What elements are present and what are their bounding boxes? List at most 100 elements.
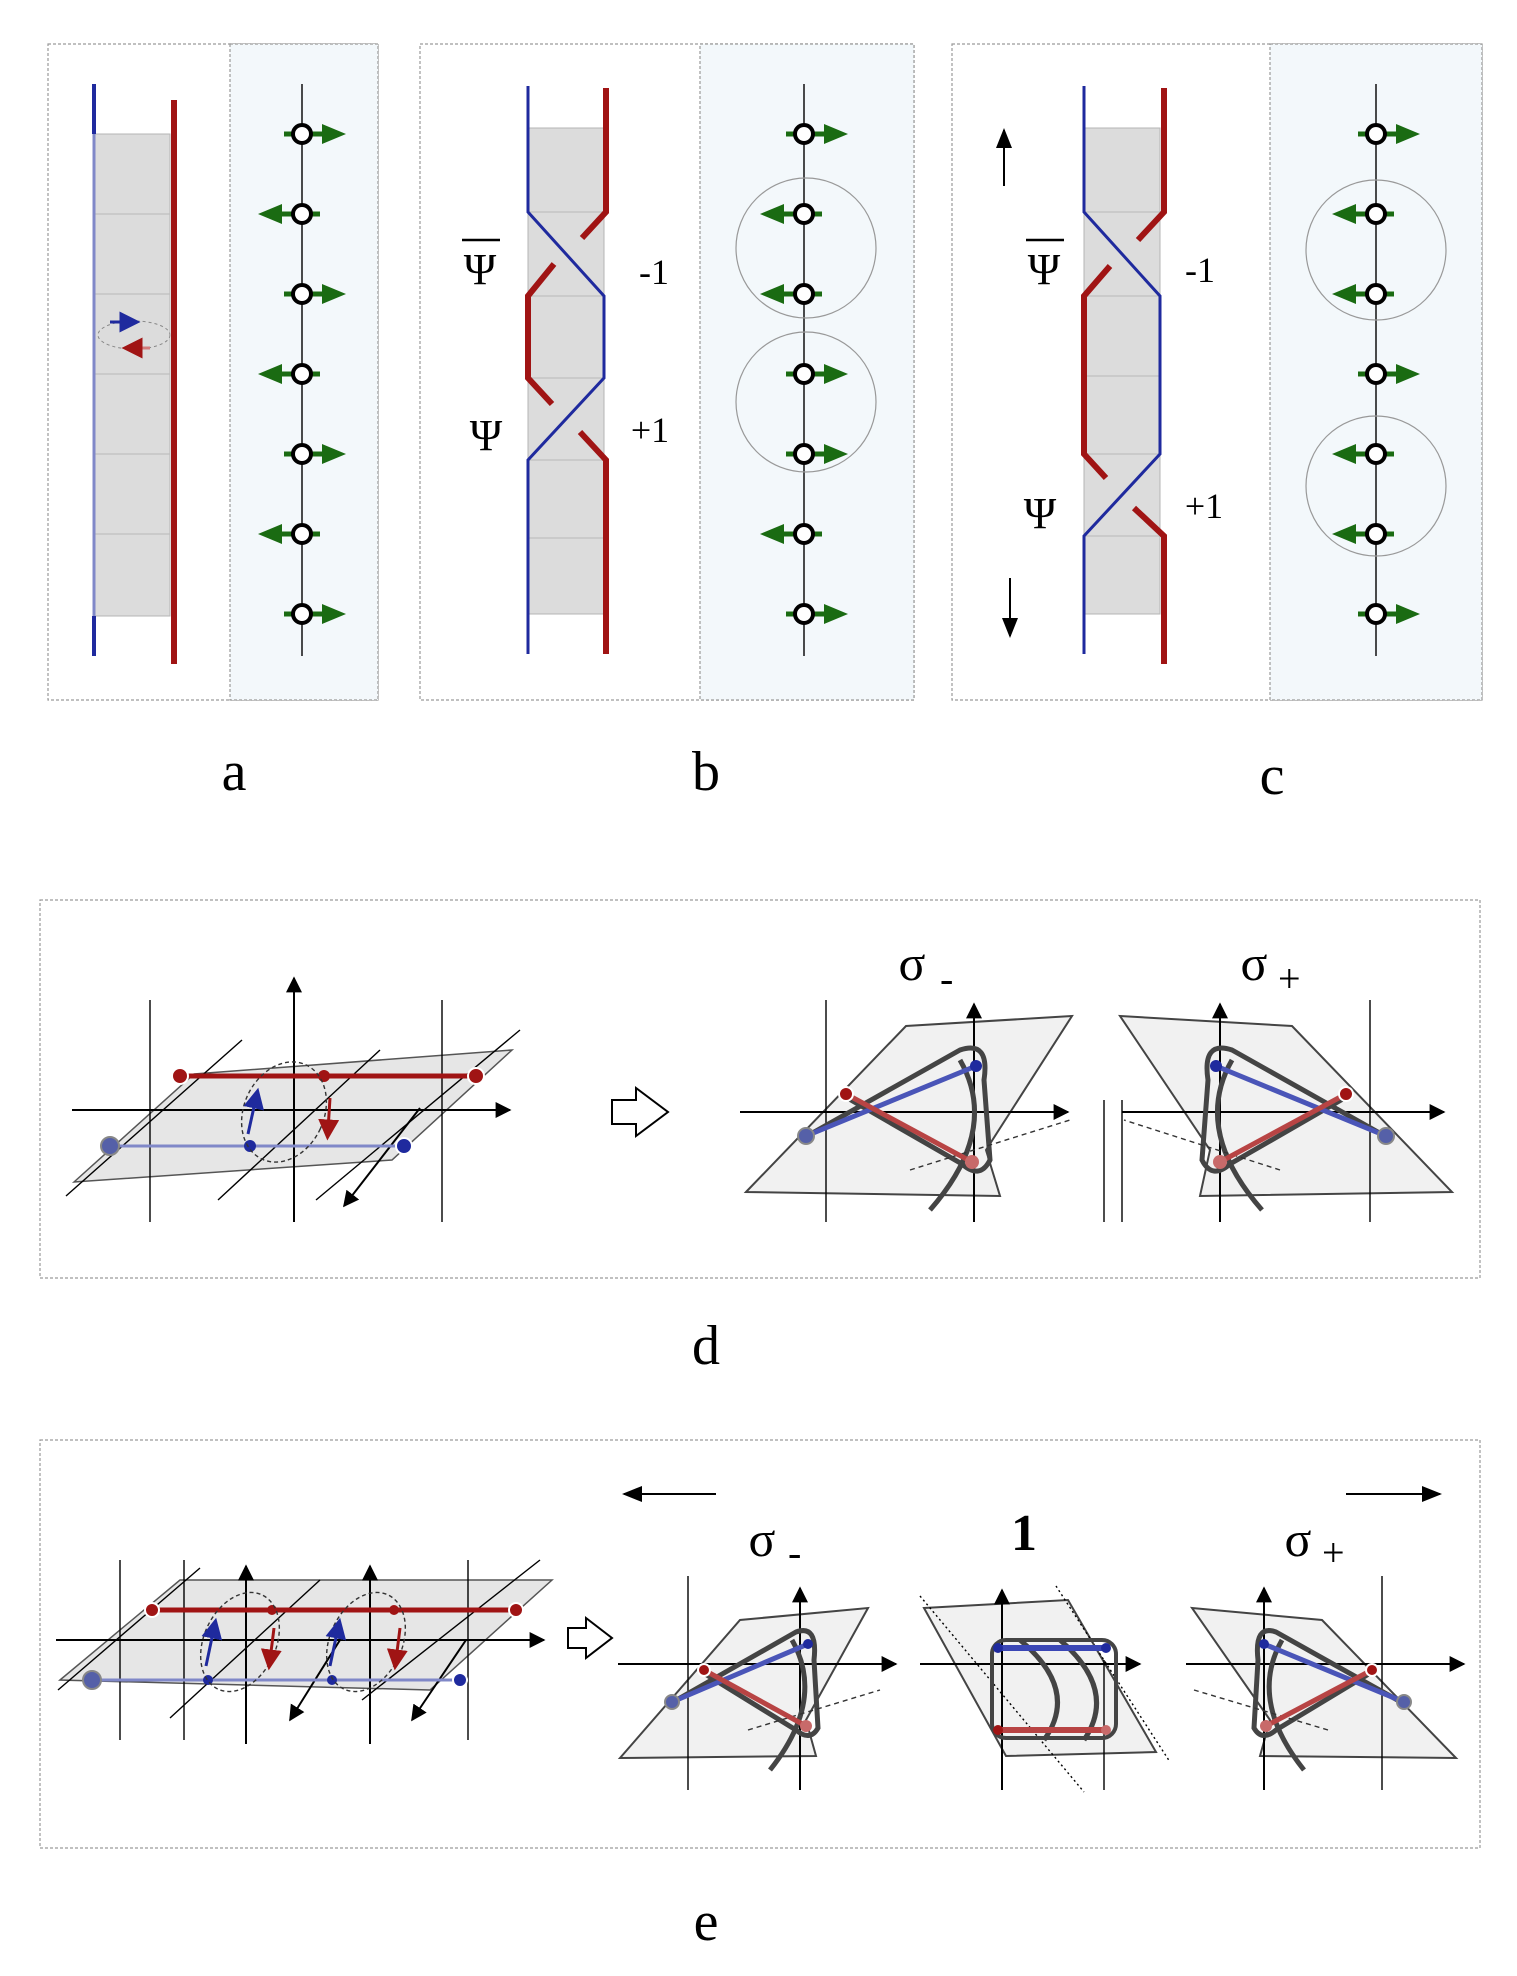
spin-node xyxy=(291,443,313,465)
panel-e-sigma-plus-label: σ xyxy=(1285,1511,1312,1567)
spin-node xyxy=(793,603,815,625)
panel-e-identity-surface xyxy=(922,1598,1158,1758)
panel-d-blue-dot-1 xyxy=(100,1136,120,1156)
panel-d-red-dot-2 xyxy=(318,1070,330,1082)
spin-arrow-head xyxy=(322,444,346,464)
panel-c-red-strand-mid xyxy=(1081,264,1113,481)
spin-node xyxy=(1365,363,1387,385)
panel-d-sm-red-dot-2 xyxy=(965,1155,979,1169)
spin-arrow-head xyxy=(322,284,346,304)
panel-d-sm-red-dot-1 xyxy=(838,1086,854,1102)
panel-e-blue-rot-arrow-1 xyxy=(201,1617,223,1667)
panel-b-pair-circle-1 xyxy=(735,177,877,319)
panel-c-pair-circle-2 xyxy=(1305,415,1447,557)
spin-arrow-head xyxy=(824,364,848,384)
spin-site xyxy=(786,443,848,465)
spin-node xyxy=(793,283,815,305)
panel-e-plane xyxy=(57,1579,554,1691)
panel-e-blue-dot-4 xyxy=(452,1672,468,1688)
panel-e-sigma-minus-label: σ xyxy=(749,1511,776,1567)
panel-e-frame xyxy=(39,1439,1481,1849)
spin-arrow-head xyxy=(258,204,282,224)
panel-d-frame xyxy=(39,899,1481,1279)
panel-a-strip xyxy=(93,133,171,617)
panel-b: Ψ -1 Ψ +1 b xyxy=(419,43,915,803)
spin-arrow-head xyxy=(1396,364,1420,384)
spin-node xyxy=(1365,443,1387,465)
panel-e-transform-arrow xyxy=(567,1615,614,1661)
panel-e-sp-loop-inner xyxy=(1266,1638,1306,1772)
spin-node xyxy=(793,443,815,465)
panel-d-sp-blue-dot-2 xyxy=(1210,1060,1222,1072)
panel-e-sm-dashed xyxy=(747,1689,881,1731)
spin-arrow-head xyxy=(322,604,346,624)
panel-b-pair-circle-2 xyxy=(735,331,877,473)
panel-d-blue-rot-arrow xyxy=(243,1087,264,1135)
spin-node xyxy=(291,603,313,625)
spin-node xyxy=(1365,523,1387,545)
spin-node xyxy=(291,123,313,145)
spin-site xyxy=(1358,363,1420,385)
spin-site xyxy=(284,283,346,305)
panel-e-sigma-plus-surface xyxy=(1189,1606,1459,1760)
spin-node xyxy=(1365,123,1387,145)
panel-e-sm-loop xyxy=(664,1628,821,1738)
spin-node xyxy=(1365,203,1387,225)
spin-arrow-head xyxy=(760,204,784,224)
spin-site xyxy=(1358,123,1420,145)
panel-e-blue-dot-2 xyxy=(203,1675,213,1685)
panel-e-sigma-minus-sub: - xyxy=(788,1530,801,1575)
panel-e-sm-blue-edge xyxy=(671,1641,809,1705)
spin-node xyxy=(1365,603,1387,625)
panel-d-y-axis xyxy=(343,1107,421,1208)
panel-b-strip xyxy=(527,127,605,615)
panel-a: a xyxy=(47,43,379,803)
panel-c-cell-lines xyxy=(1084,211,1160,537)
panel-c-label: c xyxy=(1260,745,1285,807)
panel-d-sp-blue-edge xyxy=(1215,1063,1387,1139)
panel-d-blue-dot-3 xyxy=(395,1137,413,1155)
panel-c-red-strand-top xyxy=(1135,88,1167,243)
panel-c: Ψ -1 Ψ +1 c xyxy=(951,43,1483,807)
panel-e-sm-red-edge xyxy=(702,1667,808,1729)
spin-site xyxy=(1332,283,1394,305)
panel-e-identity-label: 1 xyxy=(1011,1505,1037,1562)
panel-e-sp-red-edge xyxy=(1264,1667,1374,1729)
panel-d-sm-red-edge xyxy=(844,1091,974,1165)
spin-node xyxy=(1365,283,1387,305)
panel-e: σ - 1 xyxy=(39,1439,1481,1953)
panel-a-rotation-loop xyxy=(97,320,171,350)
panel-e-sp-blue-dot-2 xyxy=(1259,1639,1269,1649)
panel-c-plus-one: +1 xyxy=(1185,486,1223,526)
panel-d-red-dot-3 xyxy=(467,1067,485,1085)
panel-e-sp-loop xyxy=(1251,1628,1410,1738)
panel-d-transform-arrow xyxy=(611,1086,670,1138)
panel-e-sm-red-dot-2 xyxy=(800,1720,812,1732)
panel-b-red-strand-bottom xyxy=(577,429,609,654)
panel-d-red-rot-arrow xyxy=(318,1097,340,1141)
spin-node xyxy=(291,523,313,545)
panel-d-sp-red-dot-1 xyxy=(1338,1086,1354,1102)
panel-e-sp-red-dot-2 xyxy=(1260,1720,1272,1732)
panel-d-sigma-minus-label: σ xyxy=(899,935,926,991)
panel-e-blue-rot-arrow-2 xyxy=(325,1617,347,1667)
panel-d: σ - σ + d xyxy=(39,899,1481,1377)
spin-node xyxy=(793,123,815,145)
spin-arrow-head xyxy=(1332,524,1356,544)
panel-b-cell-lines xyxy=(528,211,604,539)
spin-site xyxy=(1332,523,1394,545)
panel-e-sm-blue-dot-1 xyxy=(664,1694,680,1710)
spin-node xyxy=(793,203,815,225)
panel-e-id-blue-dot-1 xyxy=(993,1643,1003,1653)
spin-arrow-head xyxy=(258,364,282,384)
panel-e-sigma-plus-diagram: σ + xyxy=(1186,1511,1466,1790)
spin-site xyxy=(1358,603,1420,625)
panel-e-id-red-dot-2 xyxy=(1101,1725,1111,1735)
panel-d-sp-red-edge xyxy=(1218,1091,1348,1165)
panel-e-red-dot-1 xyxy=(144,1602,160,1618)
spin-arrow-head xyxy=(1396,124,1420,144)
spin-node xyxy=(291,363,313,385)
panel-d-sigma-plus-surface xyxy=(1118,1014,1455,1198)
panel-d-sigma-plus-label: σ xyxy=(1241,935,1268,991)
